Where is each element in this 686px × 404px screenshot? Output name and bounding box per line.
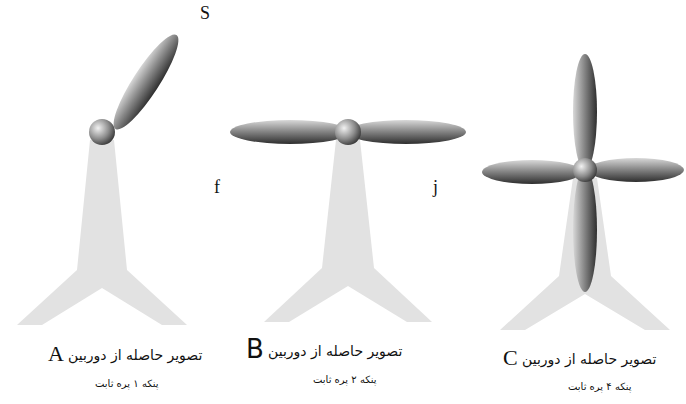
fan-a <box>17 28 187 325</box>
camera-letter: C <box>503 346 518 370</box>
caption-text: تصویر حاصله از دوربین <box>522 352 656 367</box>
point-label: f <box>214 178 220 198</box>
point-label: S <box>200 4 210 24</box>
camera-letter: A <box>48 342 64 366</box>
caption-text: تصویر حاصله از دوربین <box>268 344 402 359</box>
point-label: j <box>433 178 438 198</box>
caption-subtext: پنکه ۱ پره ثابت <box>95 378 159 389</box>
caption-subtext: پنکه ۴ پره ثابت <box>568 381 632 392</box>
caption-subtext: پنکه ۲ پره ثابت <box>313 374 377 385</box>
caption-text: تصویر حاصله از دوربین <box>68 348 202 363</box>
fan-b <box>230 119 466 322</box>
fan-c <box>482 54 684 330</box>
camera-letter: B <box>246 335 264 364</box>
